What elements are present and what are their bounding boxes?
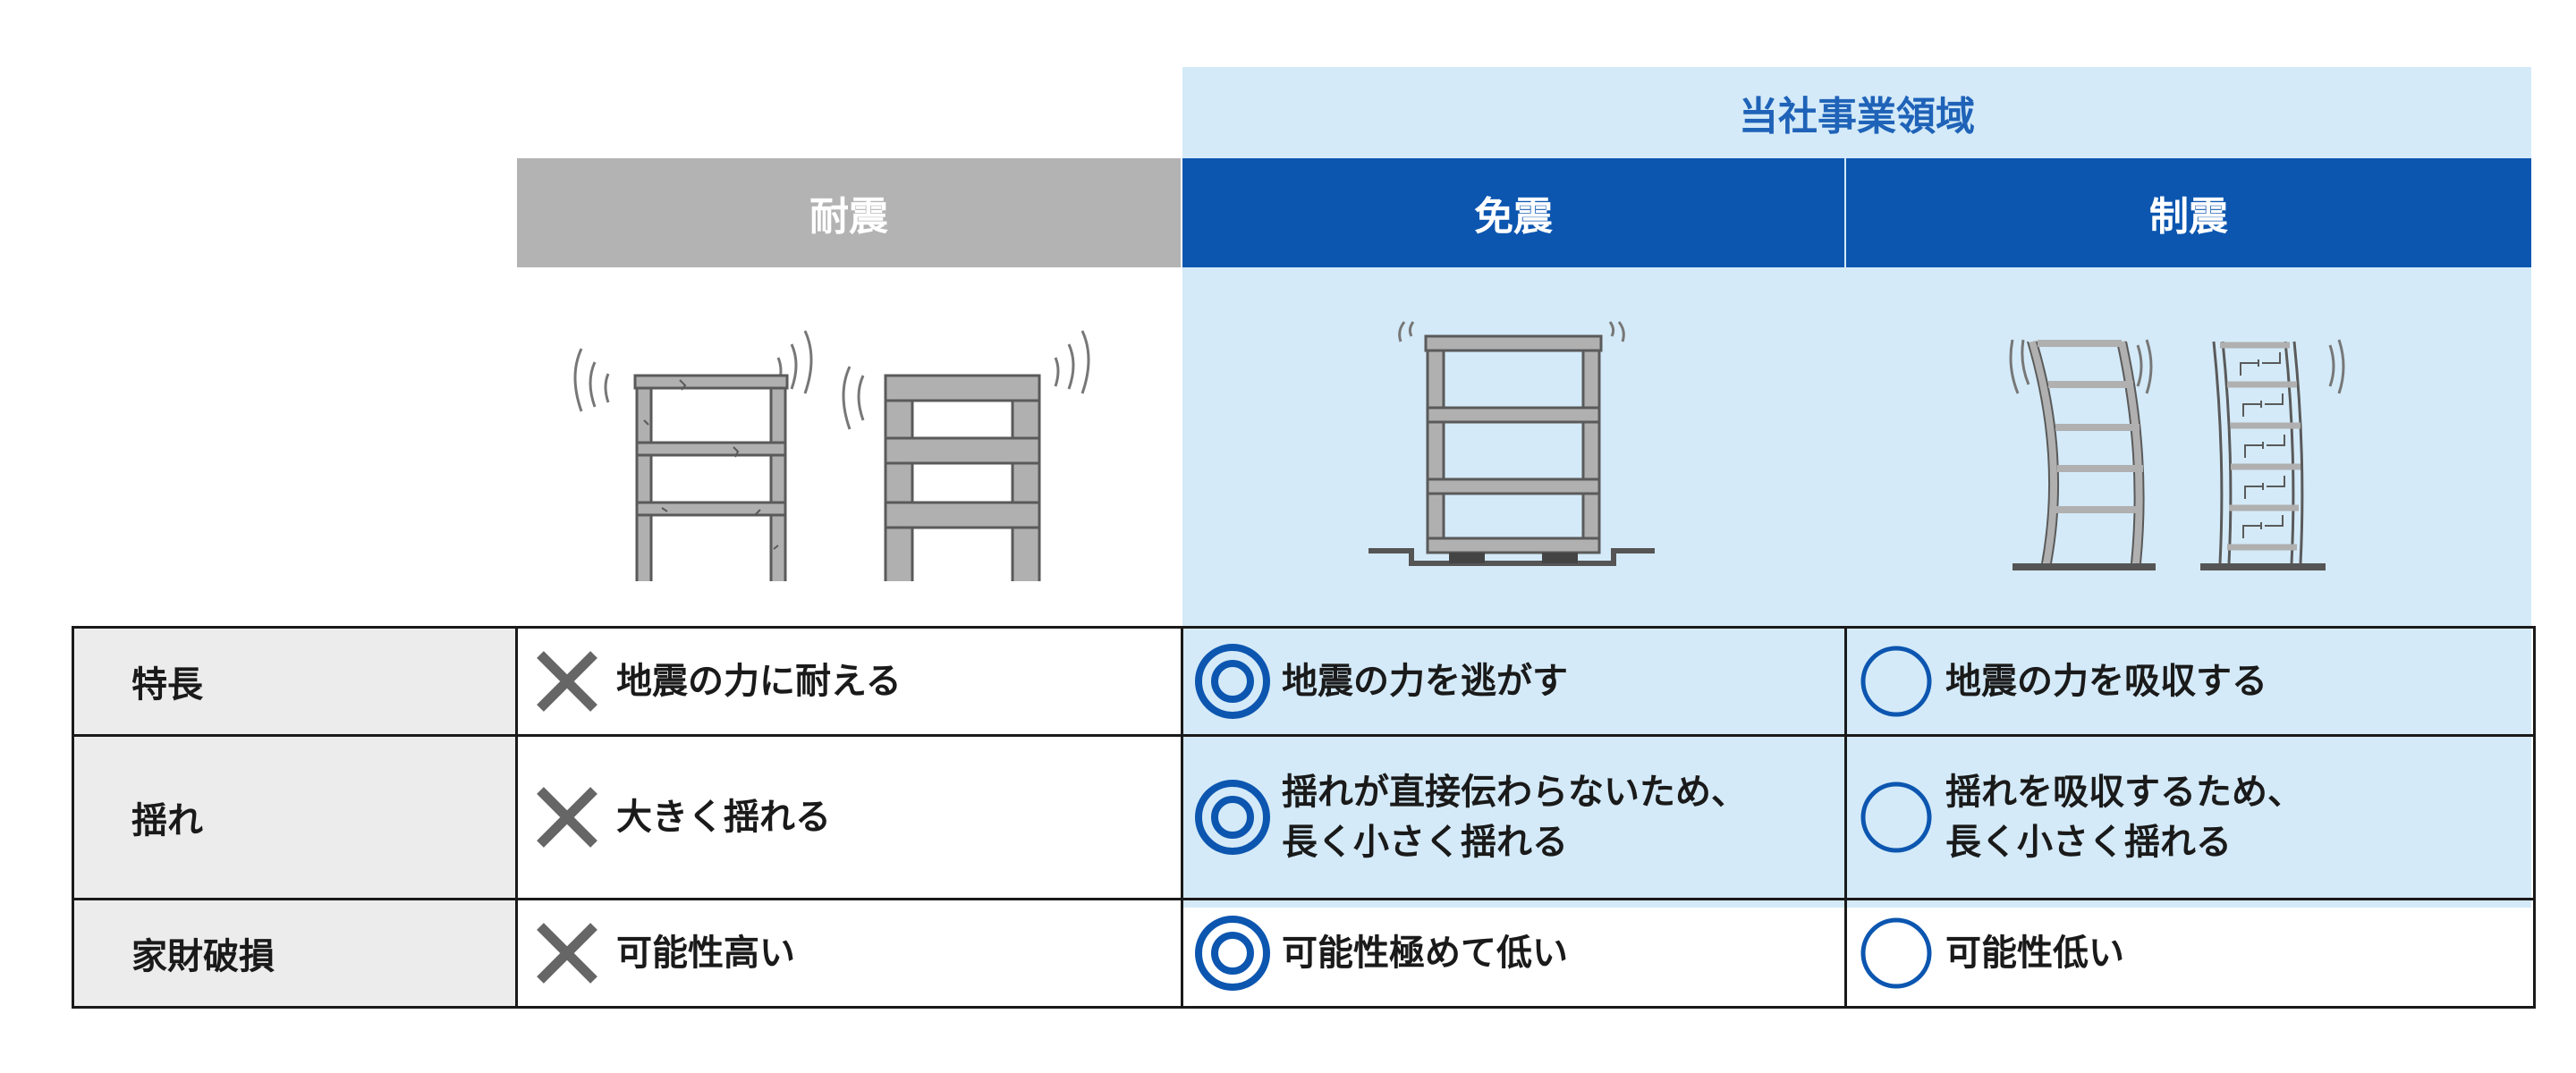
table-cell: 地震の力に耐える [515, 626, 1183, 737]
table-cell: 大きく揺れる [515, 734, 1183, 900]
cross-icon [518, 783, 616, 851]
table-row: 揺れ 大きく揺れる 揺れが直接伝わらないため、 長く小さく揺れる [72, 734, 2536, 900]
table-cell: 地震の力を吸収する [1844, 626, 2536, 737]
double-circle-icon [1183, 915, 1282, 992]
row-label: 揺れ [72, 734, 518, 900]
table-cell: 可能性極めて低い [1181, 898, 1847, 1009]
cell-text: 地震の力を吸収する [1945, 661, 2267, 702]
table-cell: 地震の力を逃がす [1181, 626, 1847, 737]
seishin-buildings-icon [1986, 295, 2379, 581]
column-header-seishin: 制震 [1846, 158, 2531, 267]
menshin-building-icon [1360, 295, 1664, 581]
company-scope-title: 当社事業領域 [1739, 94, 1975, 139]
cell-text: 可能性高い [616, 933, 795, 974]
circle-icon [1847, 779, 1945, 856]
column-header-menshin: 免震 [1182, 158, 1844, 267]
cell-text: 可能性低い [1945, 933, 2124, 974]
row-label: 家財破損 [72, 898, 518, 1009]
cell-text: 地震の力を逃がす [1282, 661, 1568, 702]
column-header-taishin: 耐震 [517, 158, 1181, 267]
cell-text: 長く小さく揺れる [1282, 822, 1568, 863]
table-cell: 可能性低い [1844, 898, 2536, 1009]
circle-icon [1847, 643, 1945, 720]
table-cell: 揺れを吸収するため、 長く小さく揺れる [1844, 734, 2536, 900]
cross-icon [518, 919, 616, 987]
double-circle-icon [1183, 643, 1282, 720]
comparison-table: 特長 地震の力に耐える 地震の力を逃がす 地震の力を吸収する [72, 626, 2536, 1009]
cross-icon [518, 647, 616, 715]
table-row: 特長 地震の力に耐える 地震の力を逃がす 地震の力を吸収する [72, 626, 2536, 737]
cell-text: 地震の力に耐える [616, 661, 902, 702]
row-label: 特長 [72, 626, 518, 737]
cell-text: 揺れが直接伝わらないため、 [1282, 772, 1747, 813]
table-cell: 可能性高い [515, 898, 1183, 1009]
table-cell: 揺れが直接伝わらないため、 長く小さく揺れる [1181, 734, 1847, 900]
cell-text: 揺れを吸収するため、 [1945, 772, 2303, 813]
taishin-buildings-icon [555, 295, 1109, 581]
circle-icon [1847, 915, 1945, 992]
cell-text: 可能性極めて低い [1282, 933, 1568, 974]
double-circle-icon [1183, 779, 1282, 856]
cell-text: 大きく揺れる [616, 797, 831, 838]
table-row: 家財破損 可能性高い 可能性極めて低い 可能性低い [72, 898, 2536, 1009]
cell-text: 長く小さく揺れる [1945, 822, 2232, 863]
